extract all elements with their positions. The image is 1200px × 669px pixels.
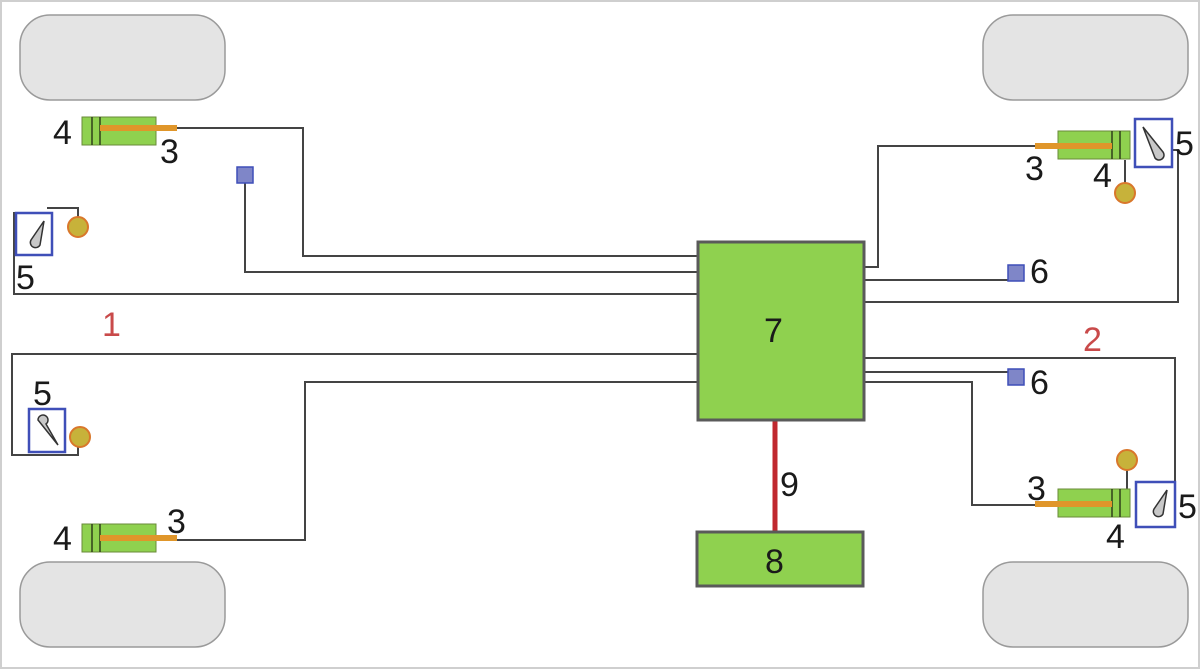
label-wheel-sensor-front-left: 5	[16, 259, 35, 297]
wire-front-left-actuator	[175, 127, 698, 257]
actuator-front-left	[81, 116, 177, 146]
sensor-box	[1134, 480, 1177, 529]
wheel-rear-right	[982, 561, 1189, 648]
wheel-rear-left	[19, 561, 226, 648]
wiring	[11, 127, 1179, 541]
label-battery: 8	[765, 543, 784, 581]
wire-rear-left-actuator	[175, 381, 698, 541]
wire-front-right-actuator	[865, 145, 1060, 268]
label-circuit-1: 1	[102, 306, 121, 344]
label-wheel-sensor-rear-right: 5	[1178, 488, 1197, 526]
gauge-needle-icon	[37, 414, 59, 446]
label-wheel-sensor-front-right: 5	[1175, 125, 1194, 163]
label-actuator-rear-left: 3	[167, 503, 186, 541]
wheel-front-left	[19, 14, 226, 101]
label-sensor-front-right: 6	[1030, 253, 1049, 291]
actuator-rear-left	[81, 523, 177, 553]
actuator-rod	[1035, 501, 1112, 507]
wheel-sensor-rear-left	[27, 407, 67, 454]
actuator-front-right	[1035, 130, 1131, 160]
label-sensor-rear-right: 6	[1030, 364, 1049, 402]
wire-front-left-wheel-sensor	[13, 212, 698, 295]
wheel-sensor-front-left	[14, 211, 54, 257]
wire-rear-right-wheel-sensor	[865, 357, 1176, 482]
wire-front-right-wheel-sensor	[865, 149, 1179, 303]
label-circuit-2: 2	[1083, 321, 1102, 359]
label-actuator-front-right: 3	[1025, 150, 1044, 188]
sensor-square-front-right	[1007, 264, 1025, 282]
wire-sensor-top-left	[244, 183, 698, 273]
sensor-box	[14, 211, 54, 257]
label-cylinder-rear-left: 4	[53, 520, 72, 558]
label-control-unit: 7	[764, 312, 783, 350]
actuator-rod	[100, 535, 177, 541]
battery	[695, 530, 865, 588]
label-power-line: 9	[780, 466, 799, 504]
label-cylinder-front-right: 4	[1093, 157, 1112, 195]
label-actuator-rear-right: 3	[1027, 470, 1046, 508]
gauge-needle-icon	[1152, 489, 1168, 518]
label-cylinder-front-left: 4	[53, 114, 72, 152]
wire-rear-left-wheel-sensor	[11, 353, 698, 456]
label-wheel-sensor-rear-left: 5	[33, 375, 52, 413]
gauge-needle-icon	[1142, 126, 1165, 161]
wire-rear-right-actuator	[865, 381, 1060, 506]
wheel-sensor-rear-right	[1134, 480, 1177, 529]
label-actuator-front-left: 3	[160, 133, 179, 171]
sensor-ball-rear-right	[1116, 449, 1138, 471]
wheel-front-right	[982, 14, 1189, 101]
label-cylinder-rear-right: 4	[1106, 518, 1125, 556]
sensor-box	[1133, 117, 1174, 169]
sensor-ball-front-left	[67, 216, 89, 238]
sensor-ball-rear-left	[69, 426, 91, 448]
sensor-ball-front-right	[1114, 182, 1136, 204]
actuator-rod	[100, 125, 177, 131]
gauge-needle-icon	[29, 220, 45, 249]
actuator-rod	[1035, 143, 1112, 149]
control-unit	[696, 240, 866, 422]
sensor-square-top-left	[236, 166, 254, 184]
sensor-square-rear-right	[1007, 368, 1025, 386]
wheel-sensor-front-right	[1133, 117, 1174, 169]
actuator-rear-right	[1035, 488, 1131, 518]
